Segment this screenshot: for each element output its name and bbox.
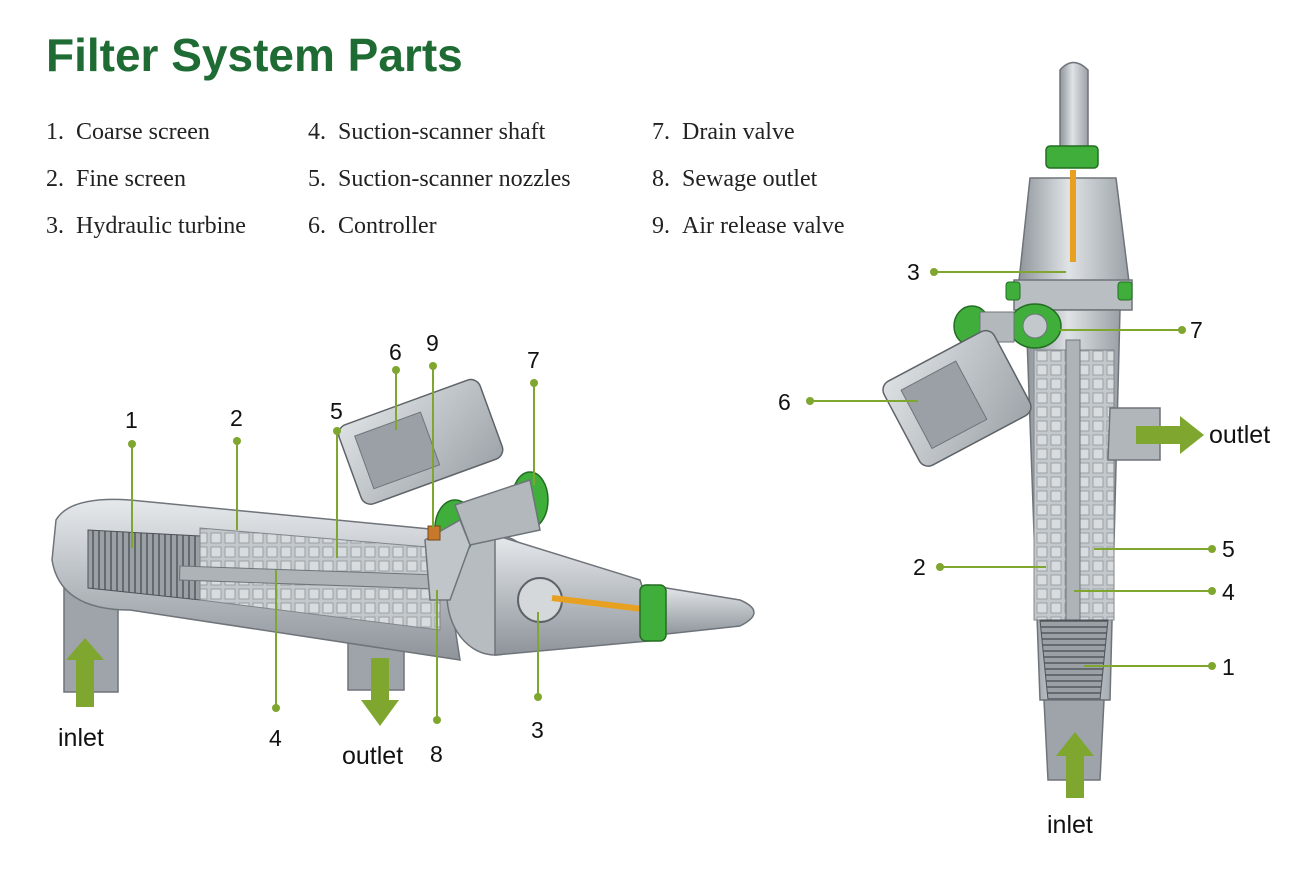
- callout-6: 6: [389, 339, 402, 365]
- outlet-flow-arrow: [1136, 416, 1204, 454]
- controller-box: [337, 378, 504, 505]
- coarse-screen: [87, 529, 201, 601]
- vertical-filter-view: outlet inlet 3 7 6 2 5 4 1: [778, 61, 1270, 839]
- legend-item-3: 3.Hydraulic turbine: [46, 213, 246, 239]
- callout-8: 8: [430, 741, 443, 767]
- callout-4: 4: [1222, 579, 1235, 605]
- callout-1: 1: [1222, 654, 1235, 680]
- inlet-flow-arrow: [1056, 732, 1094, 798]
- callout-3: 3: [531, 717, 544, 743]
- inlet-label: inlet: [1047, 811, 1093, 839]
- motor-housing: [1059, 61, 1089, 151]
- legend-item-8: 8.Sewage outlet: [652, 166, 818, 192]
- clamp-ring: [639, 584, 667, 642]
- callout-6: 6: [778, 389, 791, 415]
- inlet-label: inlet: [58, 724, 104, 752]
- legend-item-9: 9.Air release valve: [652, 213, 845, 239]
- callout-5: 5: [1222, 536, 1235, 562]
- legend-item-4: 4.Suction-scanner shaft: [308, 119, 546, 145]
- drain-valve: [454, 479, 541, 546]
- motor-housing: [647, 584, 755, 637]
- legend-item-6: 6.Controller: [308, 213, 437, 239]
- callout-7: 7: [1190, 317, 1203, 343]
- drive-shaft: [551, 595, 651, 613]
- callout-7: 7: [527, 347, 540, 373]
- horizontal-filter-view: inlet outlet 1 2 5 6 9 7 4 8 3: [51, 330, 755, 770]
- controller-box: [882, 329, 1032, 467]
- legend-item-7: 7.Drain valve: [652, 119, 795, 145]
- clamp-ring: [1117, 281, 1133, 301]
- page-title: Filter System Parts: [46, 29, 463, 81]
- clamp-ring: [1005, 281, 1021, 301]
- inlet-flow-arrow: [66, 638, 104, 707]
- legend-item-5: 5.Suction-scanner nozzles: [308, 166, 571, 192]
- coarse-screen: [1039, 619, 1109, 701]
- legend-item-2: 2.Fine screen: [46, 166, 186, 192]
- outlet-label: outlet: [342, 742, 403, 770]
- callout-9: 9: [426, 330, 439, 356]
- callout-2: 2: [913, 554, 926, 580]
- callout-2: 2: [230, 405, 243, 431]
- callout-5: 5: [330, 398, 343, 424]
- callout-3: 3: [907, 259, 920, 285]
- air-release-valve: [427, 525, 441, 541]
- clamp-ring: [1045, 145, 1099, 169]
- outlet-flow-arrow: [361, 658, 399, 726]
- outlet-pipe: [1107, 407, 1161, 461]
- suction-scanner-shaft: [1065, 339, 1081, 631]
- callout-1: 1: [125, 407, 138, 433]
- callout-4: 4: [269, 725, 282, 751]
- parts-legend: 1.Coarse screen 2.Fine screen 3.Hydrauli…: [46, 116, 906, 256]
- outlet-label: outlet: [1209, 421, 1270, 449]
- legend-item-1: 1.Coarse screen: [46, 119, 210, 145]
